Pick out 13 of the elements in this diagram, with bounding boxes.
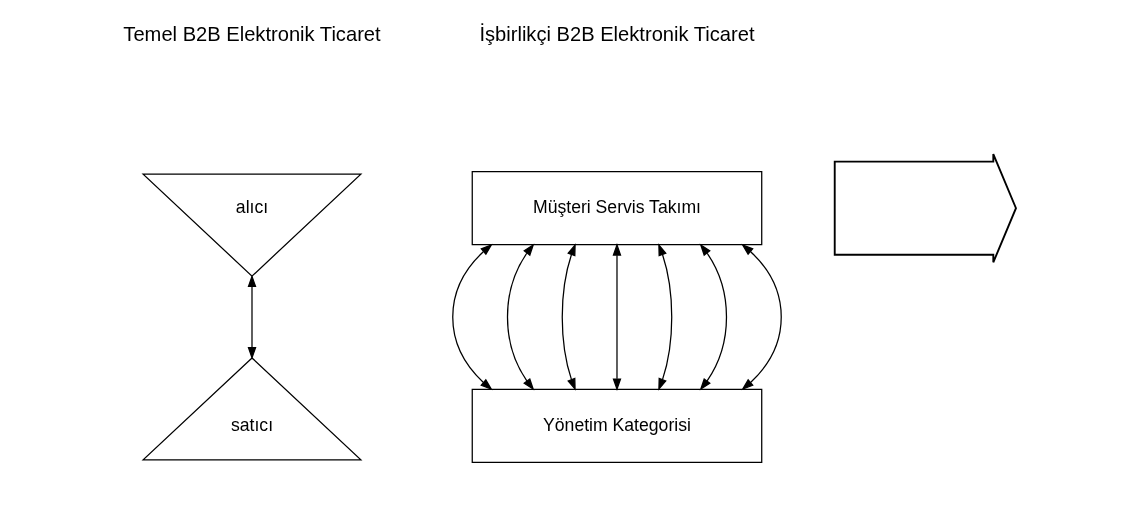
arrow [452,243,493,391]
node-arrow [833,153,1017,264]
label: İşbirlikçi B2B Elektronik Ticaret [479,22,755,45]
arrow [561,243,576,391]
node-box: Yönetim Kategorisi [471,388,763,464]
arrow [612,243,622,391]
arrow [699,243,728,391]
arrow [741,243,782,391]
label: Temel B2B Elektronik Ticaret [123,22,381,45]
arrow [247,274,257,360]
node-box: Müşteri Servis Takımı [471,171,763,246]
arrow [506,243,535,391]
arrow [658,243,673,391]
